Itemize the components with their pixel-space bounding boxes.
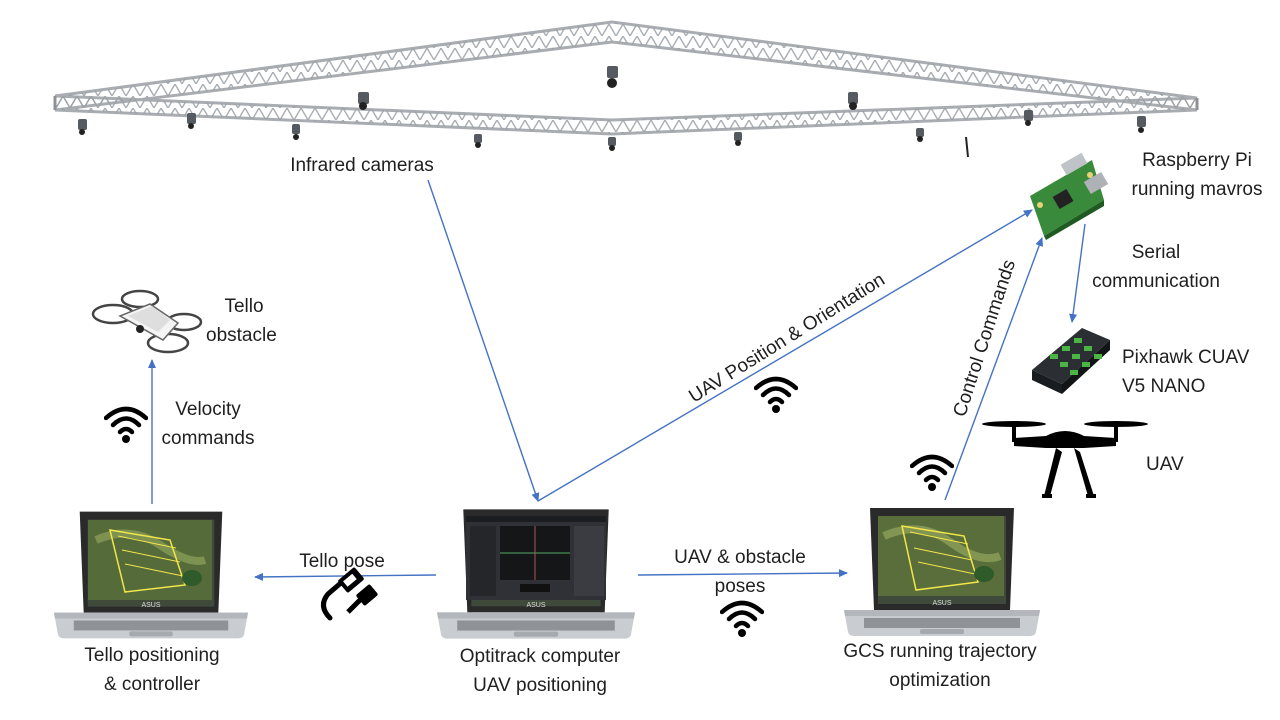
tello-obstacle-label: Tello obstacle	[206, 296, 277, 346]
velocity-commands-label: Velocity commands	[161, 399, 255, 449]
tello-pose-label: Tello pose	[299, 551, 385, 572]
uav-icon	[982, 421, 1148, 498]
ethernet-cable-icon	[321, 567, 378, 621]
serial-communication-label: Serial communication	[1092, 242, 1220, 292]
control-commands-label: Control Commands	[949, 257, 1020, 419]
wifi-icon	[106, 409, 146, 443]
laptop-brand: ASUS	[141, 602, 160, 609]
wifi-icon	[756, 379, 796, 413]
pixhawk-icon	[1032, 328, 1110, 394]
optitrack-laptop-label: Optitrack computer UAV positioning	[459, 646, 621, 696]
tello-drone-icon	[91, 289, 203, 354]
pixhawk-label: Pixhawk CUAV V5 NANO	[1122, 347, 1250, 397]
laptop-icon	[844, 508, 1040, 636]
raspberry-pi-label: Raspberry Pi running mavros	[1131, 150, 1263, 200]
infrared-camera-icon	[78, 66, 1146, 151]
arrow-gcs-to-raspberry	[944, 237, 1043, 501]
uav-label: UAV	[1146, 454, 1184, 475]
wifi-icon	[912, 457, 952, 491]
laptop-icon	[437, 509, 635, 639]
camera-mount-line	[965, 136, 969, 158]
arrow-optitrack-to-raspberry	[537, 209, 1033, 502]
laptop-brand: ASUS	[526, 602, 545, 609]
arrow-cameras-to-optitrack	[427, 179, 540, 502]
laptop-icon	[53, 511, 249, 639]
laptop-brand-marks: ASUS ASUS ASUS	[141, 600, 951, 609]
infrared-cameras-label: Infrared cameras	[290, 155, 434, 176]
gcs-laptop-label: GCS running trajectory optimization	[843, 641, 1037, 691]
tello-laptop-label: Tello positioning & controller	[84, 645, 220, 695]
raspberry-pi-icon	[1030, 152, 1109, 240]
uav-obstacle-poses-label: UAV & obstacle poses	[674, 547, 806, 597]
arrow-optitrack-to-gcs	[637, 569, 848, 578]
laptop-brand: ASUS	[932, 600, 951, 607]
truss-icon	[53, 20, 1199, 136]
uav-position-orientation-label: UAV Position & Orientation	[685, 269, 888, 407]
wifi-icon	[722, 603, 762, 637]
arrow-raspberry-to-pixhawk	[1069, 223, 1086, 323]
